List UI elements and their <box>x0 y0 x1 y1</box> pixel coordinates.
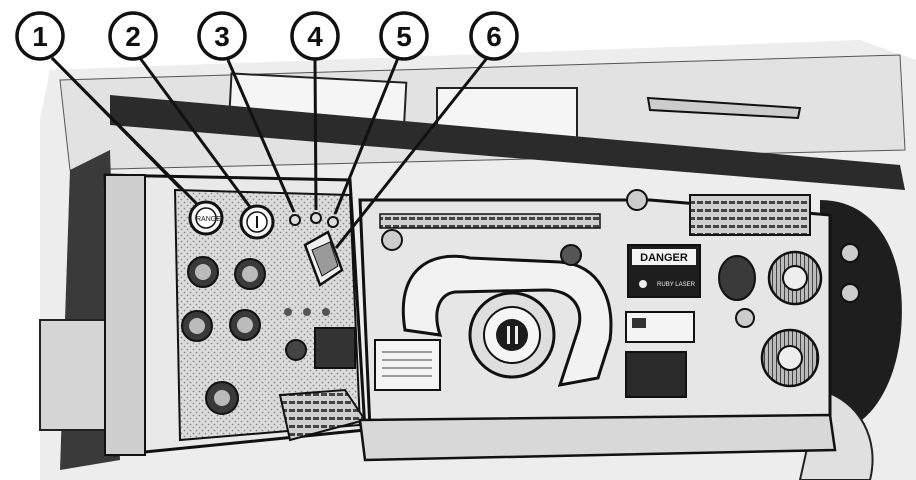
top-vent-strip <box>379 213 601 229</box>
top-bolt <box>626 189 648 211</box>
callout-badges: 1 2 3 4 5 6 <box>15 11 519 61</box>
leader-2 <box>138 57 252 208</box>
svg-text:4: 4 <box>307 21 323 52</box>
laser-warning-icon <box>639 280 647 288</box>
leader-6 <box>334 57 489 249</box>
control-box-side <box>104 174 146 456</box>
callout-3: 3 <box>197 11 247 61</box>
callout-leaders <box>50 56 489 249</box>
info-plate-lower <box>625 351 687 398</box>
round-window <box>718 255 756 301</box>
knob-6[interactable] <box>285 339 307 361</box>
callout-4: 4 <box>290 11 340 61</box>
svg-text:5: 5 <box>396 21 412 52</box>
danger-label: DANGER <box>640 252 688 264</box>
grab-handle <box>646 96 802 120</box>
eyepiece-lens <box>496 319 528 351</box>
side-bolt-upper <box>840 243 860 263</box>
callout-2: 2 <box>108 11 158 61</box>
control-knobs <box>181 256 330 415</box>
side-bolt-lower <box>840 283 860 303</box>
small-indicator-4 <box>310 212 322 224</box>
small-indicator-5 <box>327 216 339 228</box>
small-indicator-3 <box>289 214 301 226</box>
svg-text:3: 3 <box>214 21 230 52</box>
sight-unit: DANGER RUBY LASER <box>358 189 860 462</box>
cable-connector <box>314 327 356 369</box>
callout-5: 5 <box>379 11 429 61</box>
sight-base <box>358 413 837 462</box>
callout-1: 1 <box>15 11 65 61</box>
callout-6: 6 <box>469 11 519 61</box>
leader-5 <box>333 57 400 215</box>
svg-text:RANGE: RANGE <box>196 216 221 223</box>
sight-knob-left[interactable] <box>381 229 403 251</box>
danger-sub-label: RUBY LASER <box>657 282 696 288</box>
eyepiece-guard <box>401 254 613 387</box>
svg-text:6: 6 <box>486 21 502 52</box>
sight-knob-center[interactable] <box>560 244 582 266</box>
svg-text:2: 2 <box>125 21 141 52</box>
control-box: RANGE <box>103 173 367 457</box>
right-dark-housing <box>820 200 902 432</box>
leader-3 <box>226 59 296 213</box>
upper-shadow-band <box>110 95 905 190</box>
svg-text:1: 1 <box>32 21 48 52</box>
cooling-grille <box>689 194 811 236</box>
leader-4 <box>313 59 318 211</box>
small-right-knob[interactable] <box>735 308 755 328</box>
caution-plate <box>374 339 441 391</box>
leader-1b <box>50 56 182 190</box>
